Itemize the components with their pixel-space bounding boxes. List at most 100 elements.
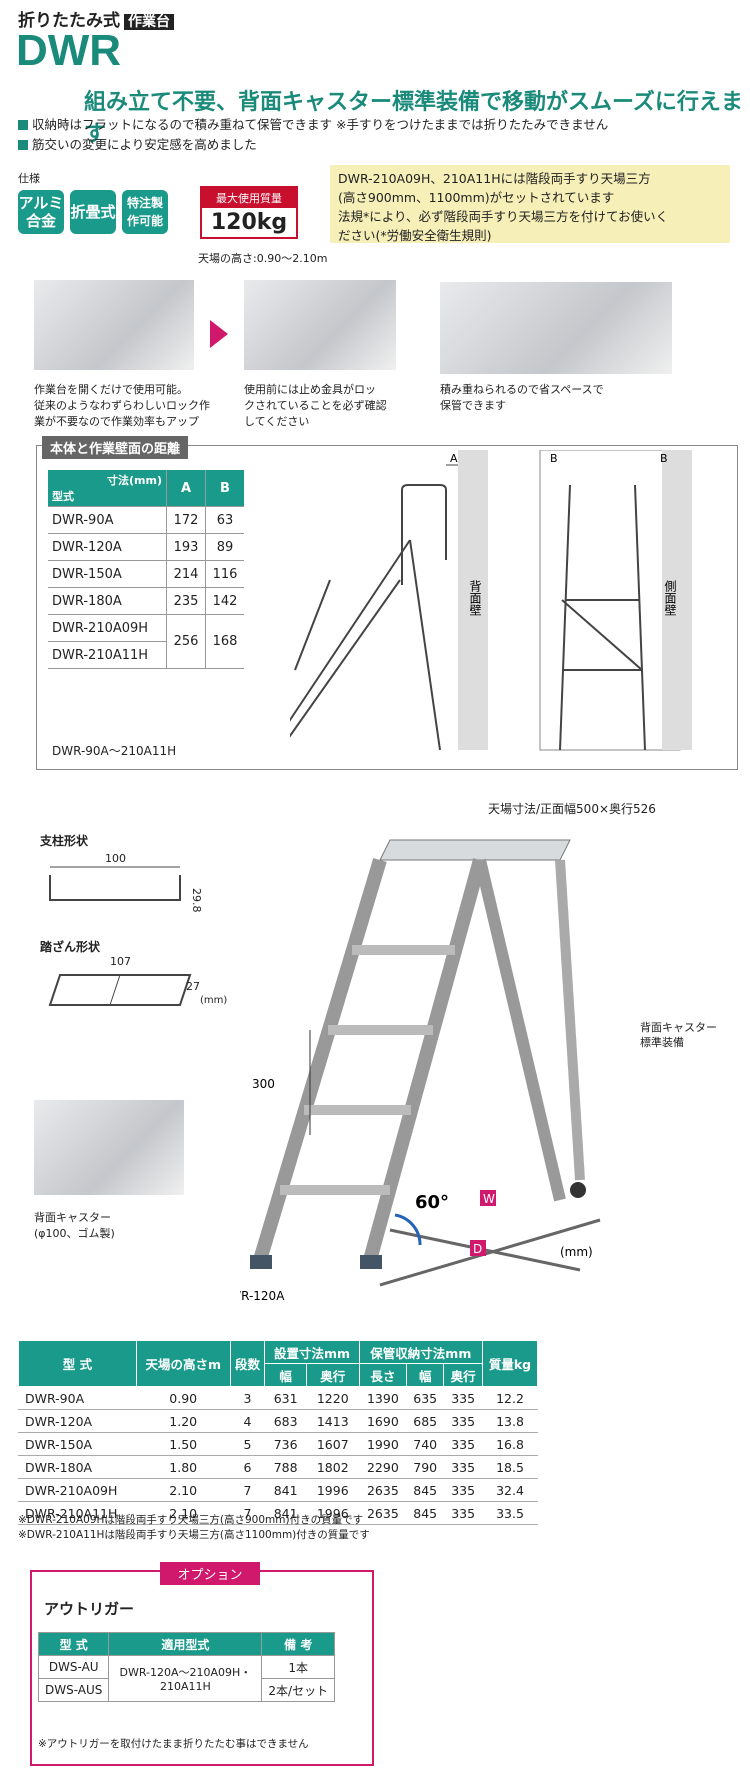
w-label: W [483, 1192, 495, 1206]
photo-stacked [440, 282, 672, 374]
model-label: DWR-120A [240, 1289, 285, 1300]
top-size-label: 天場寸法/正面幅500×奥行526 [488, 802, 656, 816]
tread-shape [48, 974, 192, 1006]
front-rail-left [253, 857, 387, 1263]
value-cell: 335 [443, 1432, 483, 1456]
value-cell: 1690 [358, 1409, 408, 1433]
value-cell: 2290 [358, 1455, 408, 1479]
product-title: DWR [16, 26, 122, 75]
model-cell: DWR-210A11H [18, 1501, 137, 1525]
value-cell: 845 [406, 1478, 445, 1502]
value-cell: 32.4 [481, 1478, 539, 1502]
tread-width: 107 [110, 955, 131, 968]
option-title: オプション [160, 1562, 260, 1585]
photo-caption-2: 使用前には止め金具がロックされていることを必ず確認してください [244, 383, 387, 428]
value-cell: 18.5 [481, 1455, 539, 1479]
max-load-box: 最大使用質量 120kg [200, 186, 298, 239]
model-cell: DWR-120A [18, 1409, 137, 1433]
model-cell: DWR-90A [18, 1386, 137, 1410]
rear-rail [474, 858, 566, 1202]
value-cell: 841 [264, 1501, 307, 1525]
angle-label: 60° [415, 1192, 449, 1213]
unit-label: (mm) [560, 1245, 593, 1259]
value-cell: 2635 [358, 1478, 408, 1502]
foot-right [360, 1255, 382, 1269]
value-cell: 335 [443, 1478, 483, 1502]
spec-note-2: ※DWR-210A11Hは階段両手すり天場三方(高さ1100mm)付きの質量です [18, 1529, 370, 1541]
value-cell: 631 [264, 1386, 307, 1410]
value-cell: 1.50 [135, 1432, 231, 1456]
value-cell: 740 [406, 1432, 445, 1456]
pillar-width: 100 [105, 852, 126, 865]
value-cell: 1390 [358, 1386, 408, 1410]
rear-rail-2 [555, 859, 585, 1181]
dim-a-label: A [450, 452, 458, 465]
side-diagram: A 背面壁 B B 側面壁 [290, 450, 692, 751]
back-wall [458, 450, 488, 750]
value-cell: 2.10 [135, 1478, 231, 1502]
arrow-right-icon [210, 320, 228, 348]
value-cell: 33.5 [481, 1501, 539, 1525]
caster-icon [570, 1182, 586, 1198]
spec-subheader: 幅奥行長さ 幅奥行 [19, 1363, 538, 1387]
photo-lock [244, 280, 396, 370]
badge-custom: 特注製作可能 [122, 190, 168, 234]
range-label: DWR-90A～210A11H [52, 744, 177, 758]
distance-panel [36, 445, 738, 770]
angle-arc-icon [394, 1213, 422, 1246]
headline: 組み立て不要、背面キャスター標準装備で移動がスムーズに行えます [84, 90, 743, 147]
ladder-illustration: 300 60° W D (mm) DWR-120A [240, 839, 601, 1300]
value-cell: 685 [406, 1409, 445, 1433]
step-pitch: 300 [252, 1077, 275, 1091]
side-wall-label: 側面壁 [663, 580, 677, 616]
ladder-front-view [559, 484, 646, 751]
pillar-label: 支柱形状 [40, 834, 89, 848]
value-cell: 845 [406, 1501, 445, 1525]
photo-open [34, 280, 194, 370]
note-line: 法規*により、必ず階段両手すり天場三方を付けてお使いく [338, 209, 669, 224]
b-header: B [205, 470, 244, 507]
distance-title: 本体と作業壁面の距離 [42, 436, 189, 459]
value-cell: 7 [229, 1501, 266, 1525]
pillar-shape [49, 866, 181, 901]
badge-aluminum: アルミ合金 [18, 190, 64, 234]
value-cell: 4 [229, 1409, 266, 1433]
w-badge [480, 1190, 496, 1206]
model-cell: DWR-150A [18, 1432, 137, 1456]
value-cell: 12.2 [481, 1386, 539, 1410]
value-cell: 683 [264, 1409, 307, 1433]
value-cell: 335 [443, 1409, 483, 1433]
value-cell: 0.90 [135, 1386, 231, 1410]
steps [280, 945, 455, 1195]
d-badge [470, 1240, 486, 1256]
value-cell: 13.8 [481, 1409, 539, 1433]
photo-caption-3: 積み重ねられるので省スペースで保管できます [440, 383, 604, 412]
max-load-label: 最大使用質量 [202, 188, 296, 208]
value-cell: 1.20 [135, 1409, 231, 1433]
value-cell: 335 [443, 1455, 483, 1479]
value-cell: 790 [406, 1455, 445, 1479]
bullet-1: 収納時はフラットになるので積み重ねて保管できます ※手すりをつけたままでは折りた… [18, 114, 608, 133]
value-cell: 1413 [305, 1409, 360, 1433]
caster-photo [34, 1100, 184, 1195]
value-cell: 736 [264, 1432, 307, 1456]
spec-note-1: ※DWR-210A09Hは階段両手すり天場三方(高さ900mm)付きの質量です [18, 1514, 364, 1526]
pillar-height: 29.8 [190, 888, 203, 913]
height-note: 天場の高さ:0.90～2.10m [198, 252, 328, 265]
value-cell: 1.80 [135, 1455, 231, 1479]
value-cell: 3 [229, 1386, 266, 1410]
model-cell: DWR-210A09H [18, 1478, 137, 1502]
